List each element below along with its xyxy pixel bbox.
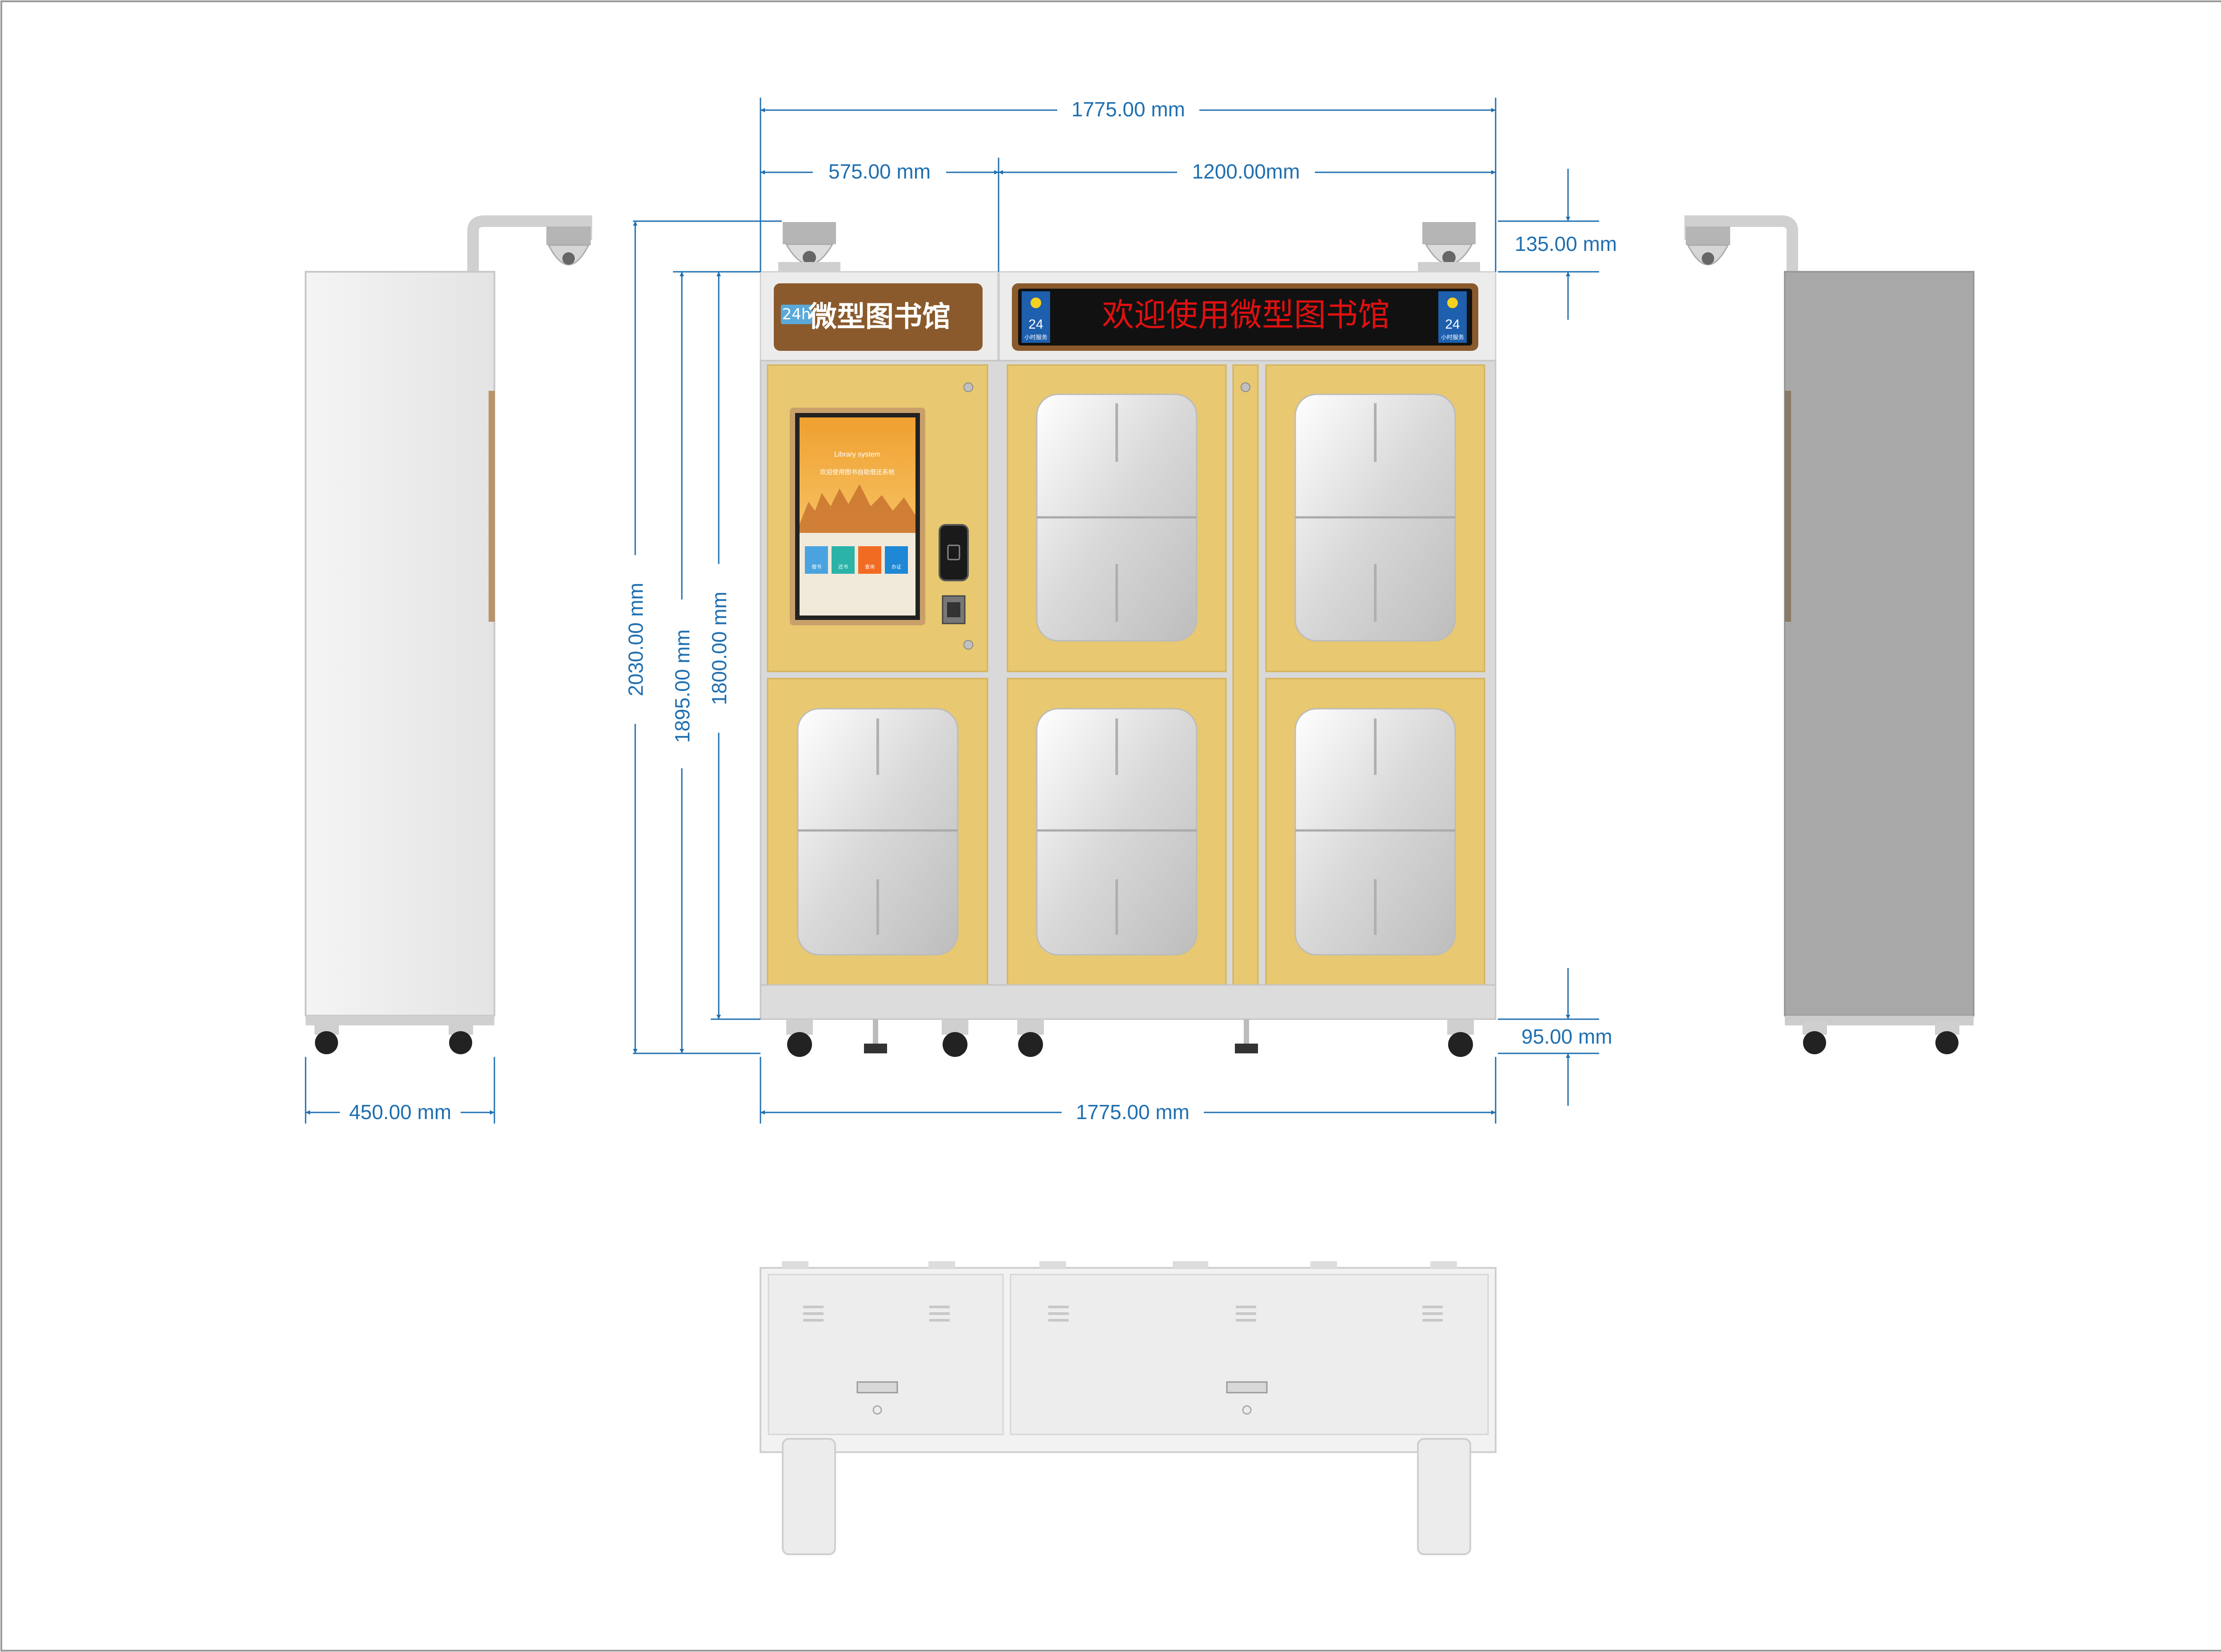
service-badge-right-caption: 小时服务 [1441, 334, 1464, 341]
front-right-camera-icon [1418, 222, 1480, 272]
screen-tile-card[interactable]: 办证 [885, 546, 908, 574]
top-view-camera-arm-right [1417, 1438, 1471, 1555]
dim-left-module-width: 575.00 mm [828, 160, 931, 183]
top-view-camera-arm-left [782, 1438, 836, 1555]
screen-tile-return-label: 还书 [838, 564, 848, 570]
locker-door-top-middle[interactable] [1007, 364, 1227, 672]
left-side-panel [305, 271, 495, 1017]
screen-tile-card-label: 办证 [892, 564, 901, 570]
screen-subtitle: 欢迎使用图书自助借还系统 [820, 469, 895, 476]
service-badge-left-number: 24 [1028, 317, 1043, 332]
service-badge-left: 24 小时服务 [1022, 291, 1050, 343]
dim-body-height: 1800.00 mm [708, 592, 731, 705]
left-side-caster-front [314, 1021, 339, 1054]
dim-total-width-bottom: 1775.00 mm [1076, 1100, 1190, 1124]
handle-icon [856, 1381, 1268, 1415]
left-sign-badge: 24h [782, 306, 811, 323]
front-left-camera-icon [778, 222, 840, 272]
cabinet-base [760, 984, 1497, 1020]
dim-camera-height: 135.00 mm [1515, 232, 1617, 255]
front-foot-2 [1235, 1019, 1258, 1053]
locker-door-bottom-left[interactable] [767, 678, 988, 986]
led-message: 欢迎使用微型图书馆 [1102, 296, 1390, 334]
left-sign-badge-box [781, 305, 812, 324]
vent-icon [803, 1306, 1443, 1322]
right-side-camera-housing [1686, 226, 1730, 245]
city-skyline-graphic [800, 484, 915, 533]
screen-tile-borrow[interactable]: 借书 [805, 546, 828, 574]
card-reader[interactable] [939, 524, 969, 581]
dim-cabinet-height: 1895.00 mm [671, 629, 694, 743]
front-caster-2 [942, 1019, 968, 1057]
front-view: 24h 微型图书馆 24 小时服务 欢迎使用微型图书馆 24 小时服务 [760, 222, 1497, 1057]
nfc-icon [947, 544, 960, 560]
screen-tile-borrow-label: 借书 [812, 564, 821, 570]
left-side-caster-back [449, 1021, 473, 1054]
service-badge-right-number: 24 [1445, 317, 1460, 332]
screen-tile-query-label: 查询 [865, 564, 875, 570]
sun-moon-icon-right [1447, 298, 1458, 308]
screen-tile-query[interactable]: 查询 [858, 546, 881, 574]
dim-right-module-width: 1200.00mm [1192, 160, 1300, 183]
screen-title: Library system [834, 451, 880, 458]
right-side-view [1684, 215, 1974, 1054]
top-view [760, 1261, 1497, 1555]
right-side-caster-back [1935, 1021, 1959, 1054]
front-foot-1 [864, 1019, 887, 1053]
service-badge-right: 24 小时服务 [1438, 291, 1467, 343]
touch-screen[interactable]: Library system 欢迎使用图书自助借还系统 借书 还书 查询 办证 [790, 408, 925, 625]
barcode-scanner[interactable] [942, 595, 966, 624]
kiosk-door-lock-top [963, 382, 973, 392]
kiosk-door-lock-bottom [963, 640, 973, 650]
right-side-caster-front [1803, 1021, 1827, 1054]
right-side-panel [1784, 271, 1974, 1017]
center-pillar [1232, 364, 1259, 986]
dim-foot-height: 95.00 mm [1521, 1025, 1612, 1048]
locker-door-bottom-right[interactable] [1265, 678, 1485, 986]
left-side-view [305, 215, 592, 1054]
service-badge-left-caption: 小时服务 [1024, 334, 1047, 341]
center-pillar-lock [1241, 382, 1250, 392]
front-caster-3 [1017, 1019, 1044, 1057]
dim-total-width-top: 1775.00 mm [1071, 98, 1185, 121]
sun-moon-icon [1031, 298, 1041, 308]
front-caster-1 [786, 1019, 813, 1057]
locker-door-top-right[interactable] [1265, 364, 1485, 672]
left-sign-title: 微型图书馆 [808, 301, 951, 334]
left-side-camera-housing [546, 226, 591, 245]
dim-side-depth: 450.00 mm [349, 1100, 451, 1124]
screen-tile-return[interactable]: 还书 [832, 546, 855, 574]
front-caster-4 [1447, 1019, 1474, 1057]
dim-total-height: 2030.00 mm [624, 583, 647, 696]
left-sign-board [774, 283, 983, 351]
locker-door-bottom-middle[interactable] [1007, 678, 1227, 986]
dimension-labels: 1775.00 mm 575.00 mm 1200.00mm 135.00 mm… [340, 95, 1617, 1124]
